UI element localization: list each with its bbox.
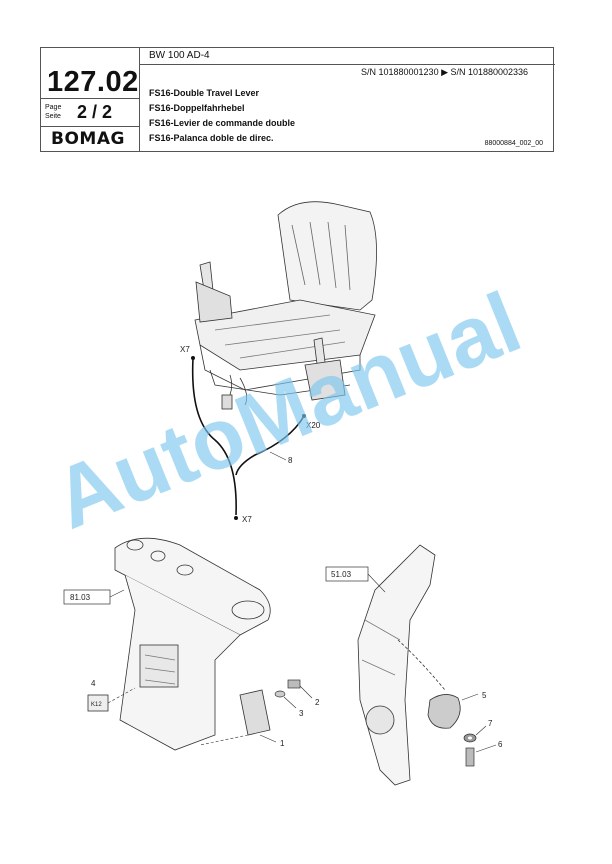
relay-label: K12: [91, 702, 102, 708]
callout-2: 2: [315, 698, 320, 707]
cable-harness: [191, 357, 305, 516]
callout-1: 1: [280, 739, 285, 748]
callout-8: 8: [288, 456, 293, 465]
part-number: 127.02: [47, 66, 139, 98]
divider: [41, 126, 139, 127]
connector-label: X20: [306, 421, 321, 430]
divider: [41, 98, 139, 99]
title-list: FS16-Double Travel Lever FS16-Doppelfahr…: [149, 86, 295, 146]
bolt-washer: [274, 679, 313, 709]
callout-5: 5: [482, 691, 487, 700]
divider: [139, 64, 555, 65]
brand-logo: BOMAG: [51, 129, 125, 149]
console-illustration: [114, 537, 271, 751]
ref-box-label: 51.03: [331, 570, 352, 579]
title-es: FS16-Palanca doble de direc.: [149, 133, 274, 143]
page-label-de: Seite: [45, 113, 61, 120]
callout-6: 6: [498, 740, 503, 749]
callout-4: 4: [91, 679, 96, 688]
page-label: Page Seite: [45, 103, 61, 121]
document-number: 88000884_002_00: [484, 140, 543, 147]
ref-box-label: 81.03: [70, 593, 91, 602]
bracket-illustration: [357, 544, 461, 786]
page-label-en: Page: [45, 104, 62, 111]
serial-range: S/N 101880001230 ▶ S/N 101880002336: [361, 67, 529, 77]
connector-label: X7: [180, 345, 190, 354]
connector-label: X7: [242, 515, 252, 524]
model-name: BW 100 AD-4: [149, 50, 210, 61]
title-en: FS16-Double Travel Lever: [149, 88, 260, 98]
page-number: 2 / 2: [77, 102, 113, 122]
divider: [139, 48, 140, 152]
washer-screw: [463, 725, 497, 767]
title-de: FS16-Doppelfahrhebel: [149, 103, 245, 113]
title-fr: FS16-Levier de commande double: [149, 118, 296, 128]
header-block: BW 100 AD-4 127.02 Page Seite 2 / 2 BOMA…: [40, 47, 555, 152]
callout-3: 3: [299, 709, 304, 718]
seat-illustration: [194, 201, 377, 410]
cover-plate: [199, 689, 277, 746]
callout-7: 7: [488, 719, 493, 728]
parts-drawing: X7 X20 X7 8 K12 4 1 2 3 81.03: [63, 201, 503, 786]
relay-illustration: K12: [87, 687, 136, 712]
